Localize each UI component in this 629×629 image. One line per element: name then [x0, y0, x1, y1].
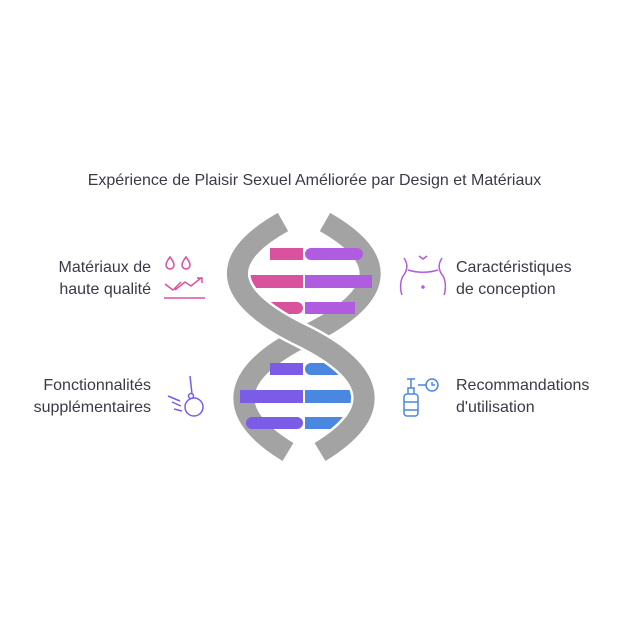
label-caracteristiques: Caractéristiques de conception	[456, 257, 572, 301]
rung-left	[246, 417, 303, 429]
label-fonctionnalites: Fonctionnalités supplémentaires	[34, 375, 151, 419]
label-line: supplémentaires	[33, 399, 151, 416]
label-line: Recommandations	[456, 377, 590, 394]
rung-left	[240, 275, 303, 288]
rung-right	[305, 302, 355, 314]
bottle-timer-icon	[403, 378, 439, 417]
rung-left	[240, 390, 303, 403]
label-line: Matériaux de	[58, 259, 152, 276]
wrecking-ball-icon	[167, 375, 204, 417]
label-line: Caractéristiques	[456, 259, 572, 276]
rung-left	[270, 248, 303, 260]
label-line: d'utilisation	[456, 399, 535, 416]
rung-right	[305, 275, 372, 288]
strand-front	[224, 210, 378, 464]
label-line: haute qualité	[59, 281, 151, 298]
label-materiaux: Matériaux de haute qualité	[59, 257, 152, 301]
rungs-top	[240, 248, 372, 314]
rung-right	[305, 248, 363, 260]
rung-left	[270, 363, 303, 375]
label-line: de conception	[456, 281, 556, 298]
body-silhouette-icon	[399, 255, 447, 296]
droplets-arrows-icon	[164, 255, 205, 299]
label-recommandations: Recommandations d'utilisation	[456, 375, 589, 419]
diagram-title: Expérience de Plaisir Sexuel Améliorée p…	[87, 172, 542, 189]
label-line: Fonctionnalités	[43, 377, 151, 394]
